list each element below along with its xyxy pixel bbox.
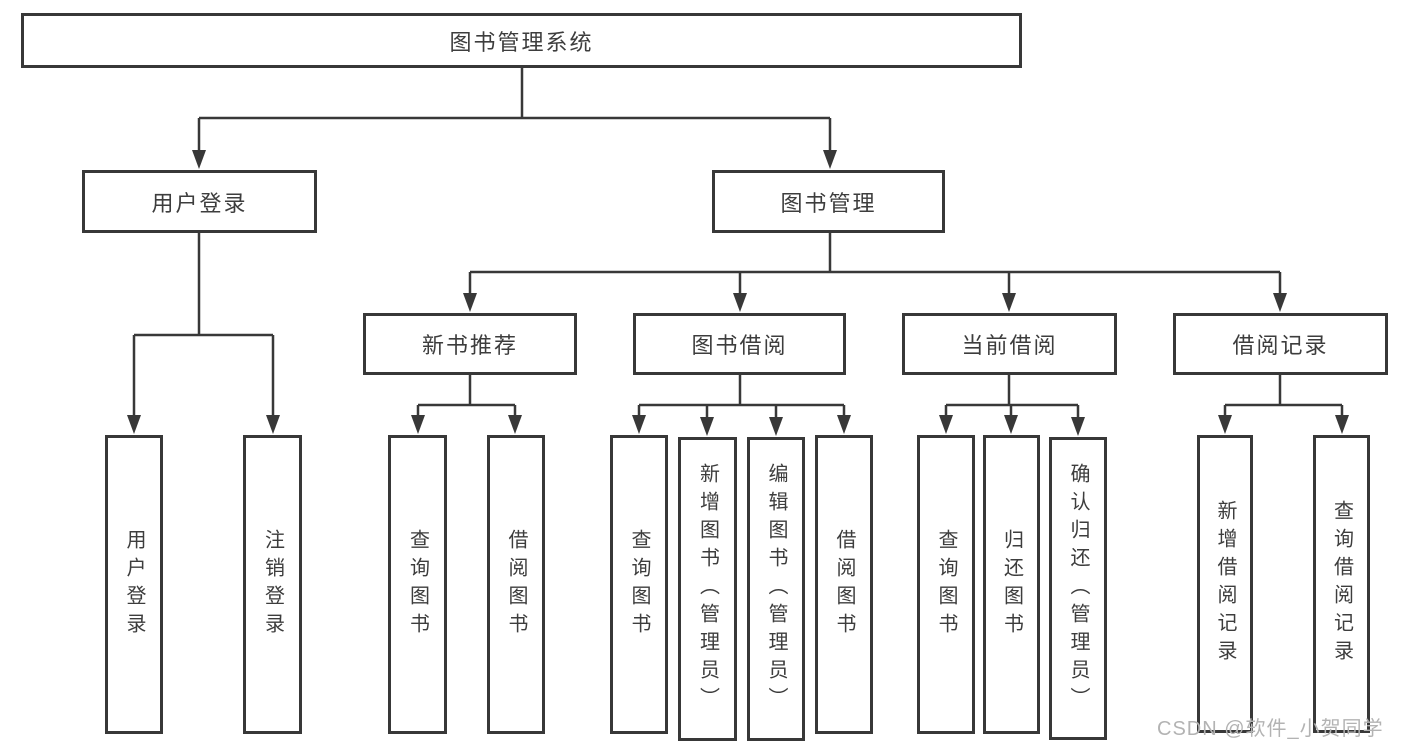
leaf-query-books-current: 查询图书 <box>917 435 975 734</box>
leaf-logout: 注销登录 <box>243 435 302 734</box>
node-label: 图书借阅 <box>691 333 788 358</box>
node-book-borrow: 图书借阅 <box>633 313 846 375</box>
csdn-watermark: CSDN @软件_小贺同学 <box>1157 718 1384 740</box>
connector-new-book-recommend-to-leaves <box>411 375 522 434</box>
node-label: 当前借阅 <box>961 333 1058 358</box>
node-borrow-records: 借阅记录 <box>1173 313 1388 375</box>
node-book-management: 图书管理 <box>712 170 945 233</box>
leaf-label: 注销登录 <box>261 528 284 641</box>
leaf-edit-book-admin: 编辑图书（管理员） <box>747 437 805 741</box>
node-label: 新书推荐 <box>421 333 518 358</box>
connector-borrow-records-to-leaves <box>1218 375 1349 434</box>
leaf-label: 归还图书 <box>1000 528 1023 641</box>
node-label: 借阅记录 <box>1232 333 1329 358</box>
connector-user-login-to-leaves <box>127 233 280 434</box>
leaf-return-book: 归还图书 <box>983 435 1040 734</box>
leaf-label: 查询借阅记录 <box>1330 500 1353 668</box>
connector-root-to-level2 <box>192 68 837 169</box>
leaf-query-books-borrow: 查询图书 <box>610 435 668 734</box>
connector-current-borrow-to-leaves <box>939 375 1085 436</box>
leaf-label: 新增借阅记录 <box>1214 500 1236 668</box>
leaf-borrow-books: 借阅图书 <box>815 435 873 734</box>
node-library-management-system: 图书管理系统 <box>21 13 1022 68</box>
leaf-label: 借阅图书 <box>833 528 855 641</box>
leaf-label: 借阅图书 <box>505 528 527 641</box>
leaf-label: 查询图书 <box>628 528 650 641</box>
leaf-label: 编辑图书（管理员） <box>765 463 787 715</box>
node-label: 图书管理 <box>780 190 877 216</box>
node-user-login: 用户登录 <box>82 170 317 233</box>
leaf-confirm-return-admin: 确认归还（管理员） <box>1049 437 1107 740</box>
leaf-label: 用户登录 <box>123 528 145 641</box>
connector-book-management-to-level3 <box>463 233 1287 312</box>
leaf-add-book-admin: 新增图书（管理员） <box>678 437 737 741</box>
connector-book-borrow-to-leaves <box>632 375 851 436</box>
node-new-book-recommend: 新书推荐 <box>363 313 577 375</box>
leaf-label: 查询图书 <box>935 528 957 641</box>
leaf-borrow-books-recommend: 借阅图书 <box>487 435 545 734</box>
leaf-label: 新增图书（管理员） <box>696 463 719 715</box>
leaf-user-login: 用户登录 <box>105 435 163 734</box>
node-label: 图书管理系统 <box>449 29 594 55</box>
node-current-borrow: 当前借阅 <box>902 313 1117 375</box>
leaf-label: 确认归还（管理员） <box>1067 462 1089 715</box>
leaf-add-borrow-record: 新增借阅记录 <box>1197 435 1253 733</box>
leaf-query-borrow-record: 查询借阅记录 <box>1313 435 1370 733</box>
leaf-label: 查询图书 <box>406 528 429 641</box>
node-label: 用户登录 <box>151 190 248 216</box>
leaf-query-books-recommend: 查询图书 <box>388 435 447 734</box>
